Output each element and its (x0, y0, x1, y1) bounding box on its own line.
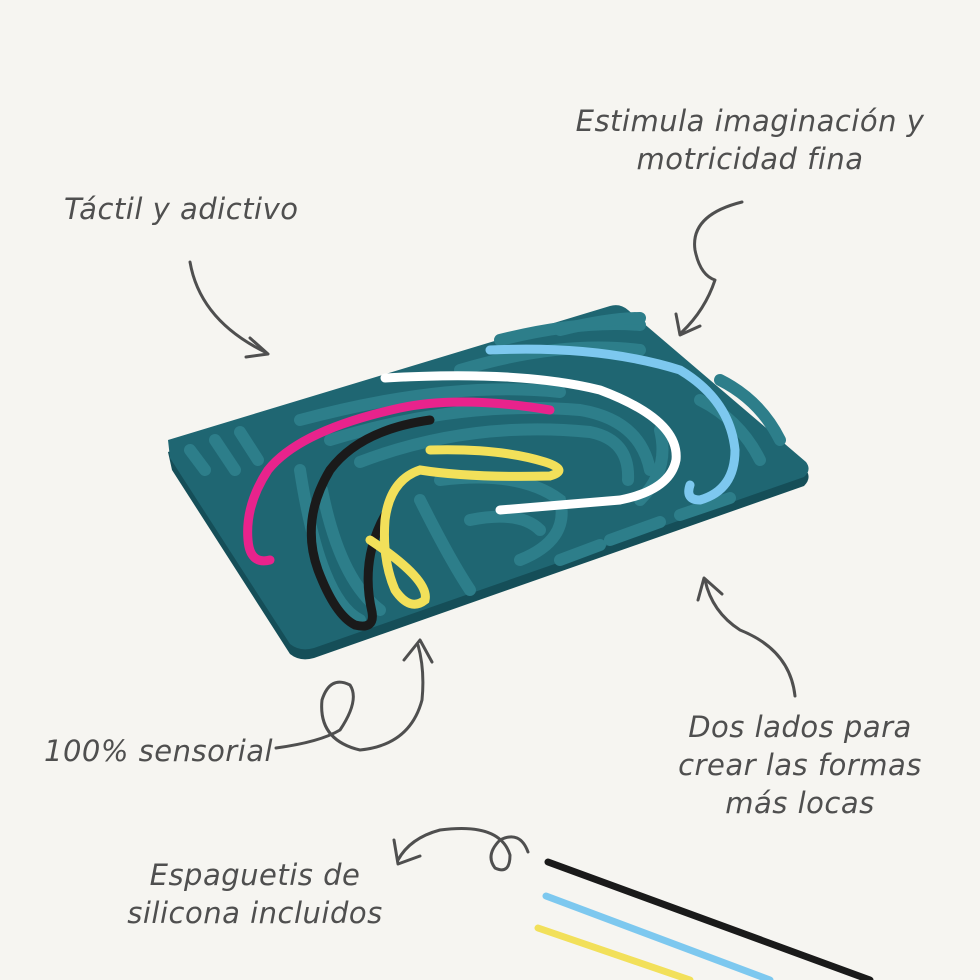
label-tactil: Táctil y adictivo (64, 190, 298, 228)
label-dos-lados: Dos lados para crear las formas más loca… (640, 708, 960, 822)
pink-string (243, 397, 555, 566)
black-string (306, 415, 435, 631)
label-estimula-line1: Estimula imaginación y (575, 104, 925, 138)
white-string (380, 371, 681, 515)
label-sensorial: 100% sensorial (44, 732, 273, 770)
yellow-string (365, 445, 564, 609)
label-espaguetis: Espaguetis de silicona incluidos (90, 856, 420, 932)
label-dos-lados-line2: crear las formas (678, 748, 922, 782)
arrow-tactil (188, 260, 267, 354)
loose-black-string (544, 858, 874, 980)
loose-blue-string (542, 892, 774, 980)
label-sensorial-text: 100% sensorial (44, 734, 274, 768)
label-tactil-text: Táctil y adictivo (64, 192, 299, 226)
arrow-espaguetis (396, 826, 530, 872)
label-dos-lados-line1: Dos lados para (688, 710, 912, 744)
strings-on-board (243, 344, 740, 631)
blue-string (485, 344, 740, 505)
label-estimula: Estimula imaginación y motricidad fina (540, 102, 960, 178)
arrow-sensorial (274, 643, 425, 752)
label-espaguetis-line1: Espaguetis de (149, 858, 361, 892)
arrow-estimula (680, 200, 744, 334)
label-dos-lados-line3: más locas (725, 786, 875, 820)
arrows (188, 200, 797, 872)
loose-yellow-string (534, 924, 694, 980)
arrow-dos-lados (703, 578, 797, 698)
label-estimula-line2: motricidad fina (636, 142, 864, 176)
loose-strings (534, 858, 874, 980)
label-espaguetis-line2: silicona incluidos (127, 896, 383, 930)
